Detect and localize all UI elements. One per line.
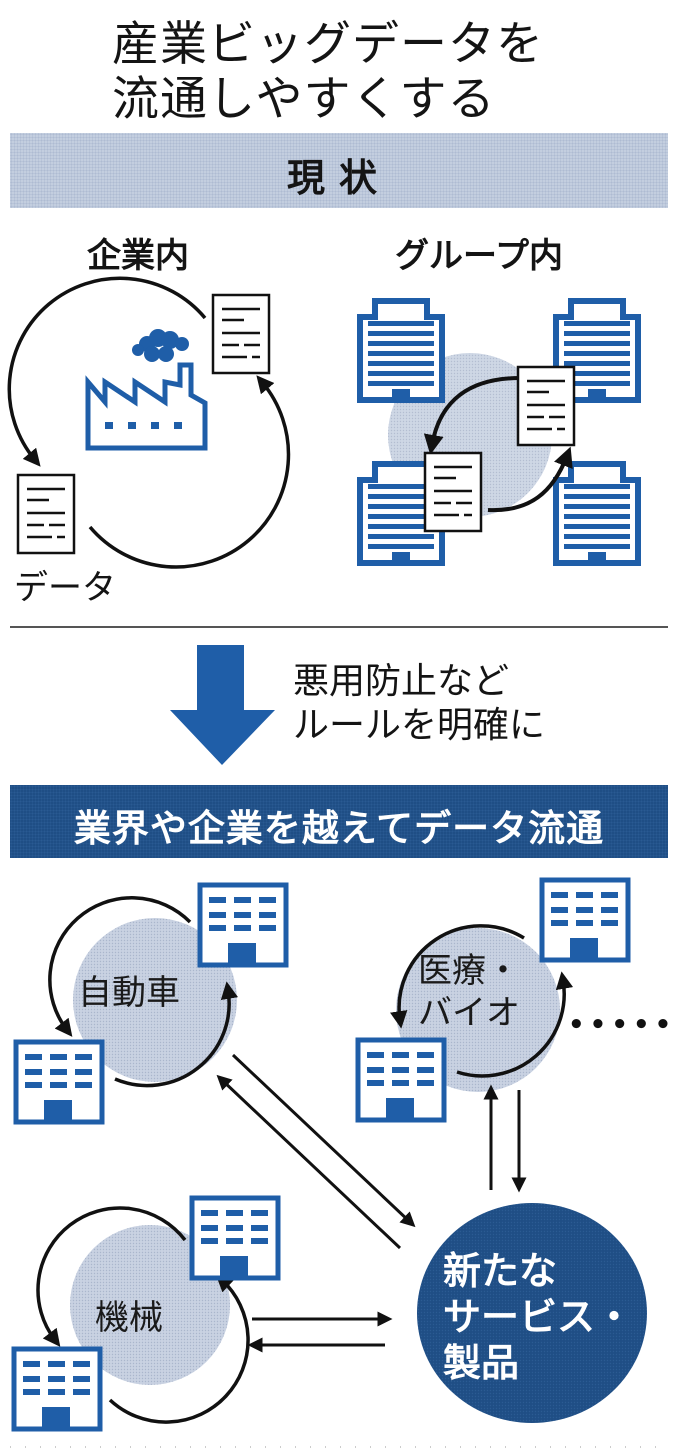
more-industries-ellipsis: • • • • • — [568, 1010, 671, 1040]
future-band: 業界や企業を越えてデータ流通 — [10, 785, 668, 858]
title-line-2: 流通しやすくする — [112, 72, 496, 127]
hub-circle — [417, 1203, 647, 1423]
industry-label: 自動車 — [78, 973, 180, 1013]
hub-label: 新たな サービス・ 製品 — [443, 1248, 633, 1386]
group-arrow-down-icon — [423, 376, 521, 455]
data-label: データ — [14, 568, 116, 608]
office-building-icon — [14, 1349, 100, 1429]
transition-text: 悪用防止など ルールを明確に — [293, 660, 545, 748]
cycle-arrow-icon — [48, 896, 192, 1037]
industry-medical-bio: 医療・ バイオ — [418, 950, 520, 1034]
cycle-arrow-right-icon — [88, 375, 291, 569]
industry-label: バイオ — [418, 993, 520, 1033]
cycle-arrow-icon — [114, 981, 239, 1088]
section-divider — [10, 626, 668, 628]
office-building-icon — [16, 1042, 102, 1122]
industry-label: 医療・ — [418, 951, 520, 991]
transition-line-2: ルールを明確に — [293, 705, 546, 746]
office-building-icon — [542, 880, 628, 960]
title-line-1: 産業ビッグデータを — [112, 17, 544, 72]
document-icon — [516, 365, 576, 447]
office-building-icon — [358, 1040, 444, 1120]
arrow-from-hub-icon — [216, 1074, 402, 1250]
transition-line-1: 悪用防止など — [293, 661, 510, 702]
document-icon — [16, 473, 76, 555]
document-icon — [423, 451, 483, 533]
cycle-arrow-icon — [108, 1274, 250, 1424]
cycle-arrow-icon — [36, 1206, 187, 1347]
current-state-band: 現状 — [10, 133, 668, 208]
group-arrow-up-icon — [487, 446, 573, 513]
future-heading: 業界や企業を越えてデータ流通 — [73, 807, 605, 850]
document-icon — [211, 293, 271, 375]
industry-label: 機械 — [95, 1298, 163, 1338]
office-building-icon — [200, 885, 286, 965]
in-company-cycle — [7, 276, 291, 569]
industry-automotive: 自動車 — [78, 972, 180, 1014]
office-tower-icon — [360, 301, 442, 400]
in-group-label: グループ内 — [395, 236, 563, 276]
hub-label-line-3: 製品 — [443, 1341, 520, 1385]
cycle-arrow-left-icon — [7, 276, 207, 467]
current-state-heading: 現状 — [286, 156, 391, 200]
big-down-arrow-icon — [170, 645, 275, 765]
office-building-icon — [192, 1198, 278, 1278]
cycle-arrow-icon — [390, 924, 525, 1029]
cycle-arrow-icon — [456, 971, 574, 1078]
industry-machinery: 機械 — [95, 1297, 163, 1339]
arrow-to-hub-icon — [231, 1053, 416, 1228]
hub-label-line-2: サービス・ — [443, 1295, 634, 1339]
in-company-label: 企業内 — [87, 236, 189, 276]
office-tower-icon — [556, 464, 638, 563]
factory-icon — [85, 329, 208, 451]
hub-label-line-1: 新たな — [443, 1249, 558, 1293]
